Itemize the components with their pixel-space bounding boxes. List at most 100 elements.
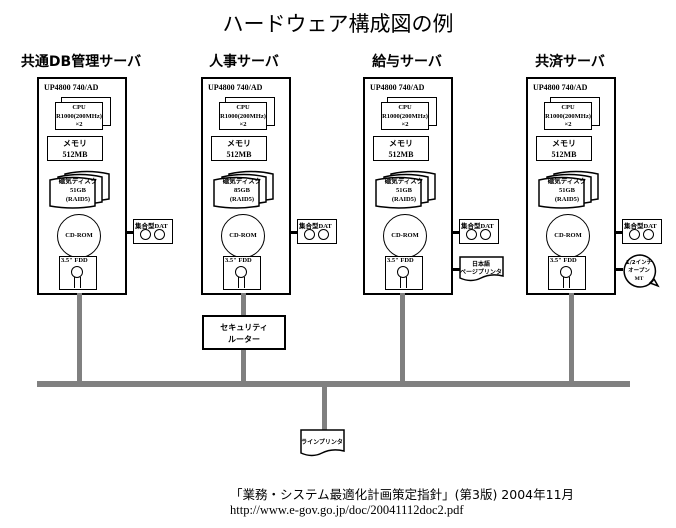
cdrom-icon: CD-ROM — [57, 214, 101, 258]
router-label-2: ルーター — [228, 335, 260, 344]
disk-raid: (RAID5) — [229, 196, 255, 203]
fdd-label: 3.5" FDD — [225, 257, 252, 264]
tape-reel-icon — [629, 229, 640, 240]
page-printer-label-2: ページプリンタ — [460, 268, 502, 276]
cpu-label: CPU — [561, 104, 575, 111]
cpu-spec: R1000(200MHz) — [382, 112, 428, 120]
network-link-mutual-aid — [569, 293, 574, 381]
disk-label: 磁気ディスク — [222, 178, 262, 185]
network-bus — [37, 381, 630, 387]
memory-size: 512MB — [226, 150, 252, 159]
fdd-ring — [560, 266, 572, 278]
fdd-ring — [71, 266, 83, 278]
mt-label-3: MT — [635, 276, 644, 282]
memory-block: メモリ 512MB — [373, 136, 429, 161]
fdd-stem — [238, 277, 245, 288]
cdrom-icon: CD-ROM — [383, 214, 427, 258]
fdd-icon: 3.5" FDD — [548, 256, 586, 290]
tape-reel-icon — [480, 229, 491, 240]
fdd-icon: 3.5" FDD — [385, 256, 423, 290]
tape-reel-icon — [643, 229, 654, 240]
source-url[interactable]: http://www.e-gov.go.jp/doc/20041112doc2.… — [230, 503, 464, 517]
open-mt-tape-icon: 1/2インチ オープン MT — [620, 253, 660, 289]
cdrom-icon: CD-ROM — [546, 214, 590, 258]
fdd-ring — [235, 266, 247, 278]
fdd-label: 3.5" FDD — [61, 257, 88, 264]
cpu-label: CPU — [72, 104, 86, 111]
server-box-db: UP4800 740/AD CPU R1000(200MHz) ×2 メモリ 5… — [37, 77, 127, 295]
memory-block: メモリ 512MB — [47, 136, 103, 161]
disk-size: 51GB — [396, 187, 412, 194]
dat-connector — [451, 231, 460, 234]
cpu-block: CPU R1000(200MHz) ×2 — [381, 102, 429, 130]
server-label-db: 共通DB管理サーバ — [20, 54, 142, 70]
network-link-personnel-upper — [241, 293, 246, 315]
cpu-count: ×2 — [564, 121, 572, 128]
fdd-label: 3.5" FDD — [550, 257, 577, 264]
router-label-1: セキュリティ — [220, 323, 268, 332]
tape-reel-icon — [318, 229, 329, 240]
server-model: UP4800 740/AD — [208, 83, 263, 92]
fdd-stem — [563, 277, 570, 288]
page-printer-icon: 日本語 ページプリンタ — [459, 256, 505, 284]
dat-device-db: 集合型DAT — [133, 219, 173, 244]
dat-device-mutual-aid: 集合型DAT — [622, 219, 662, 244]
memory-size: 512MB — [551, 150, 577, 159]
fdd-stem — [74, 277, 81, 288]
cpu-label: CPU — [398, 104, 412, 111]
memory-label: メモリ — [552, 139, 576, 148]
cpu-spec: R1000(200MHz) — [545, 112, 591, 120]
fdd-icon: 3.5" FDD — [59, 256, 97, 290]
memory-label: メモリ — [389, 139, 413, 148]
server-label-mutual-aid: 共済サーバ — [535, 54, 605, 70]
network-link-payroll — [400, 293, 405, 381]
tape-reel-icon — [140, 229, 151, 240]
disk-label: 磁気ディスク — [384, 178, 424, 185]
disk-icon: 磁気ディスク 85GB (RAID5) — [211, 169, 283, 211]
memory-size: 512MB — [388, 150, 414, 159]
diagram-title: ハードウェア構成図の例 — [222, 12, 454, 36]
fdd-ring — [397, 266, 409, 278]
cpu-spec: R1000(200MHz) — [220, 112, 266, 120]
mt-connector — [614, 268, 623, 271]
disk-raid: (RAID5) — [554, 196, 580, 203]
server-box-mutual-aid: UP4800 740/AD CPU R1000(200MHz) ×2 メモリ 5… — [526, 77, 616, 295]
disk-icon: 磁気ディスク 51GB (RAID5) — [536, 169, 608, 211]
cpu-block: CPU R1000(200MHz) ×2 — [219, 102, 267, 130]
memory-block: メモリ 512MB — [211, 136, 267, 161]
network-link-db — [77, 293, 82, 381]
server-model: UP4800 740/AD — [370, 83, 425, 92]
disk-label: 磁気ディスク — [547, 178, 587, 185]
source-caption: 「業務・システム最適化計画策定指針」(第3版) 2004年11月 — [230, 487, 575, 502]
server-label-personnel: 人事サーバ — [209, 54, 279, 70]
dat-device-personnel: 集合型DAT — [297, 219, 337, 244]
memory-block: メモリ 512MB — [536, 136, 592, 161]
memory-label: メモリ — [227, 139, 251, 148]
disk-label: 磁気ディスク — [58, 178, 98, 185]
disk-size: 51GB — [70, 187, 86, 194]
disk-raid: (RAID5) — [391, 196, 417, 203]
dat-label: 集合型DAT — [624, 223, 657, 230]
server-model: UP4800 740/AD — [44, 83, 99, 92]
tape-reel-icon — [154, 229, 165, 240]
dat-label: 集合型DAT — [299, 223, 332, 230]
server-box-personnel: UP4800 740/AD CPU R1000(200MHz) ×2 メモリ 5… — [201, 77, 291, 295]
network-link-line-printer — [322, 387, 327, 430]
mt-label-2: オープン — [628, 266, 650, 274]
dat-device-payroll: 集合型DAT — [459, 219, 499, 244]
disk-raid: (RAID5) — [65, 196, 91, 203]
server-model: UP4800 740/AD — [533, 83, 588, 92]
dat-connector — [614, 231, 623, 234]
network-link-personnel-lower — [241, 350, 246, 381]
cpu-block: CPU R1000(200MHz) ×2 — [544, 102, 592, 130]
fdd-stem — [400, 277, 407, 288]
tape-reel-icon — [304, 229, 315, 240]
server-label-payroll: 給与サーバ — [372, 54, 442, 70]
server-box-payroll: UP4800 740/AD CPU R1000(200MHz) ×2 メモリ 5… — [363, 77, 453, 295]
cpu-count: ×2 — [75, 121, 83, 128]
fdd-icon: 3.5" FDD — [223, 256, 261, 290]
dat-label: 集合型DAT — [135, 223, 168, 230]
disk-icon: 磁気ディスク 51GB (RAID5) — [47, 169, 119, 211]
tape-reel-icon — [466, 229, 477, 240]
printer-connector — [451, 268, 461, 271]
